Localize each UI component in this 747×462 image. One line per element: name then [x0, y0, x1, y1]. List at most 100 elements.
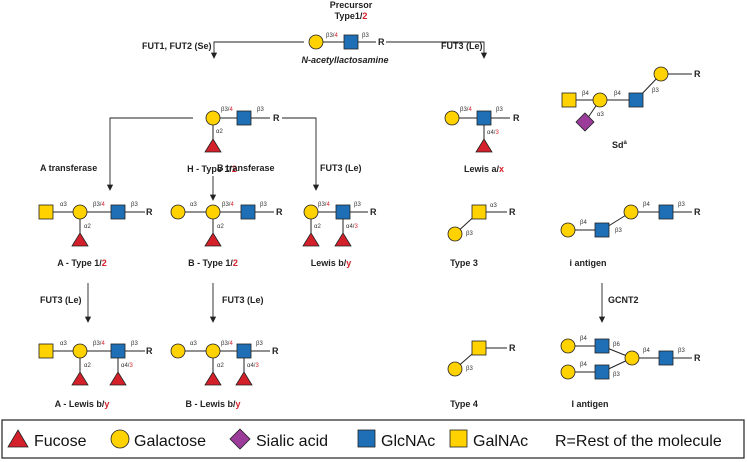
galnac-icon: [449, 429, 468, 448]
enzyme-fut12: FUT1, FUT2 (Se): [142, 41, 212, 51]
svg-text:α2: α2: [217, 224, 224, 230]
svg-text:β3: β3: [466, 366, 473, 372]
svg-text:α3: α3: [490, 203, 497, 209]
svg-text:α2: α2: [216, 129, 223, 135]
svg-text:R: R: [273, 113, 280, 123]
svg-text:α2: α2: [314, 224, 321, 230]
svg-text:β3/4: β3/4: [326, 33, 338, 39]
svg-text:β3/4: β3/4: [93, 202, 105, 208]
svg-text:β3/4: β3/4: [222, 202, 234, 208]
svg-text:β3/4: β3/4: [318, 202, 330, 208]
lewis-b-structure: β3/4 β3 α2 α4/3 R: [302, 202, 377, 247]
enzyme-fut3-top: FUT3 (Le): [441, 41, 483, 51]
enzyme-fut3-mid: FUT3 (Le): [320, 163, 362, 173]
svg-text:β3/4: β3/4: [221, 341, 233, 347]
lewis-b-label: Lewis b/y: [311, 258, 352, 268]
svg-text:β4: β4: [614, 91, 621, 97]
svg-text:R: R: [378, 37, 385, 47]
enzyme-gcnt2: GCNT2: [608, 295, 639, 305]
svg-text:α2: α2: [84, 224, 91, 230]
glcnac-icon: [357, 429, 376, 448]
svg-text:R: R: [370, 207, 377, 217]
svg-text:β3: β3: [615, 228, 622, 234]
svg-text:β4: β4: [643, 202, 650, 208]
svg-text:β3: β3: [131, 341, 138, 347]
type4-structure: β3 R: [447, 340, 516, 377]
a-type-label: A - Type 1/2: [57, 258, 107, 268]
b-lewis-structure: α3 β3/4 β3 α2 α4/3 R: [170, 341, 279, 386]
svg-text:β3/4: β3/4: [460, 107, 472, 113]
svg-text:α2: α2: [84, 363, 91, 369]
precursor-structure: β3/4 β3 R: [308, 33, 385, 50]
i-antigen-structure: β4 β3 β4 β3 R: [560, 202, 701, 238]
enzyme-a-transferase: A transferase: [40, 163, 97, 173]
svg-text:R: R: [146, 346, 153, 356]
svg-text:β6: β6: [613, 342, 620, 348]
I-antigen-structure: β4 β4 β6 β3 β4 β3 R: [560, 336, 701, 380]
I-antigen-label: I antigen: [571, 399, 608, 409]
precursor-name: N-acetyllactosamine: [301, 55, 388, 65]
svg-text:β4: β4: [580, 362, 587, 368]
enzyme-b-transferase: B transferase: [217, 163, 275, 173]
svg-text:β3/4: β3/4: [221, 107, 233, 113]
svg-text:β3: β3: [496, 107, 503, 113]
svg-text:β4: β4: [582, 91, 589, 97]
svg-text:R: R: [509, 207, 516, 217]
svg-text:α3: α3: [190, 202, 197, 208]
enzyme-fut3-a: FUT3 (Le): [40, 295, 82, 305]
type4-label: Type 4: [450, 399, 478, 409]
precursor-type: Type1/2: [335, 11, 368, 21]
legend-rest: R=Rest of the molecule: [555, 433, 722, 450]
svg-text:β3: β3: [652, 88, 659, 94]
sd-a-label: Sda: [612, 140, 628, 150]
svg-text:β3: β3: [678, 348, 685, 354]
svg-text:R: R: [694, 353, 701, 363]
enzyme-fut3-b: FUT3 (Le): [222, 295, 264, 305]
svg-text:β3: β3: [131, 202, 138, 208]
svg-text:β4: β4: [580, 336, 587, 342]
svg-text:β4: β4: [643, 348, 650, 354]
type3-label: Type 3: [450, 258, 478, 268]
svg-text:R: R: [272, 346, 279, 356]
fucose-icon: [7, 429, 29, 448]
b-lewis-label: B - Lewis b/y: [185, 399, 240, 409]
sd-a-structure: β4 β4 β3 α3 R: [561, 66, 701, 132]
b-type-label: B - Type 1/2: [188, 258, 238, 268]
galactose-icon: [110, 429, 130, 449]
svg-text:R: R: [509, 343, 516, 353]
i-antigen-label: i antigen: [569, 258, 606, 268]
lewis-a-structure: β3/4 β3 α4/3 R: [444, 107, 520, 153]
sialic-acid-icon: [229, 428, 251, 450]
a-lewis-label: A - Lewis b/y: [55, 399, 110, 409]
svg-text:R: R: [146, 207, 153, 217]
galactose-icon: [308, 34, 324, 50]
lewis-a-label: Lewis a/x: [464, 164, 504, 174]
a-lewis-structure: α3 β3/4 β3 α2 α4/3 R: [38, 341, 153, 386]
legend-galnac: GalNAc: [473, 433, 528, 450]
a-type-structure: α3 β3/4 β3 α2 R: [38, 202, 153, 247]
svg-text:β3: β3: [257, 107, 264, 113]
svg-text:α2: α2: [217, 363, 224, 369]
svg-text:R: R: [513, 113, 520, 123]
svg-text:α3: α3: [597, 112, 604, 118]
legend-glcnac: GlcNAc: [381, 433, 435, 450]
svg-text:α4/3: α4/3: [121, 363, 133, 369]
legend-galactose: Galactose: [134, 433, 206, 450]
b-type-structure: α3 β3/4 β3 α2 R: [170, 202, 283, 247]
h-type-label: H - Type 1/2: [187, 164, 237, 174]
svg-text:α4/3: α4/3: [487, 130, 499, 136]
svg-text:β3: β3: [354, 202, 361, 208]
svg-text:α4/3: α4/3: [346, 224, 358, 230]
precursor-title: Precursor: [330, 0, 373, 10]
svg-text:β3/4: β3/4: [93, 341, 105, 347]
svg-text:α3: α3: [190, 341, 197, 347]
legend-fucose: Fucose: [34, 433, 87, 450]
svg-text:R: R: [694, 69, 701, 79]
svg-text:β3: β3: [613, 372, 620, 378]
svg-text:β3: β3: [678, 202, 685, 208]
svg-text:α4/3: α4/3: [247, 363, 259, 369]
svg-text:R: R: [276, 207, 283, 217]
legend-sialic: Sialic acid: [256, 433, 328, 450]
svg-text:β3: β3: [256, 341, 263, 347]
